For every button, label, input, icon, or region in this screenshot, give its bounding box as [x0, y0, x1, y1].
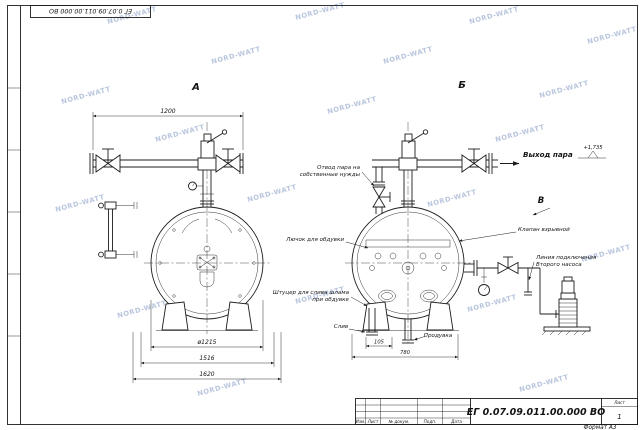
title-block: Изм. Лист № докум. Подп. Дата ЕГ 0.07.09… [355, 398, 638, 425]
own-needs-label-2: собственные нужды [300, 172, 361, 178]
dim-1620: 1620 [199, 371, 214, 378]
pump [541, 276, 591, 336]
titleblock-doc-number: ЕГ 0.07.09.011.00.000 ВО [467, 407, 605, 418]
dim-1516: 1516 [199, 355, 214, 362]
format-note: Формат А3 [583, 425, 616, 430]
steam-outlet-label: Выход пара [523, 150, 573, 159]
view-a-label: А [191, 82, 200, 93]
watermark-text: NORD-WATT [426, 188, 477, 209]
dim-105: 105 [374, 340, 385, 346]
watermark-text: NORD-WATT [586, 25, 637, 46]
watermark-text: NORD-WATT [538, 79, 589, 100]
titleblock-col-date: Дата [450, 419, 462, 424]
second-pump-label-2: Второго насоса [536, 262, 582, 268]
sludge-fitting-label-1: Штуцер для слива шлама [273, 290, 350, 296]
watermark-text: NORD-WATT [466, 293, 517, 314]
drain-label: Слив [334, 324, 348, 330]
watermark-text: NORD-WATT [60, 85, 111, 106]
section-view: Б [345, 80, 591, 344]
dimensions-view-a: 1200 ø1215 1516 1620 [92, 108, 282, 383]
drawing-frame: ЕГ 0.07.09.011.00.000 ВО [7, 5, 638, 425]
titleblock-col-doc: № докум. [388, 419, 410, 424]
view-v-label: В [538, 196, 544, 206]
watermark-text: NORD-WATT [154, 123, 205, 144]
watermark-text: NORD-WATT [518, 373, 569, 394]
watermark-text: NORD-WATT [326, 95, 377, 116]
view-b-label: Б [458, 80, 466, 91]
annotations-view-b: Выход пара +1,735 В Отвод пара на собств… [273, 145, 606, 360]
sludge-fitting-label-2: при обдувке [312, 297, 349, 303]
watermark-layer: NORD-WATT NORD-WATT NORD-WATT NORD-WATT … [54, 1, 637, 398]
view-v-arrow [532, 207, 551, 216]
dim-780: 780 [400, 350, 411, 356]
dim-1215: ø1215 [197, 339, 217, 346]
watermark-text: NORD-WATT [494, 123, 545, 144]
watermark-text: NORD-WATT [196, 377, 247, 398]
watermark-text: NORD-WATT [54, 193, 105, 214]
watermark-text: NORD-WATT [294, 1, 345, 22]
blow-hatch-label: Лючок для обдувки [285, 237, 344, 243]
level-mark-icon [587, 150, 599, 159]
doc-number-inverted: ЕГ 0.07.09.011.00.000 ВО [49, 7, 132, 14]
watermark-text: NORD-WATT [116, 299, 167, 320]
watermark-text: NORD-WATT [468, 5, 519, 26]
titleblock-col-izm: Изм. [356, 419, 366, 424]
dim-1200: 1200 [160, 108, 175, 115]
titleblock-sheet-label: Лист [613, 400, 625, 405]
second-pump-label-1: Линия подключения [535, 255, 597, 261]
titleblock-sheet-value: 1 [617, 413, 621, 421]
titleblock-col-sign: Подп. [424, 419, 437, 424]
explosion-valve-label: Клапан взрывной [518, 227, 570, 233]
level-mark-label: +1,735 [583, 145, 603, 151]
blowdown-label: Продувка [424, 333, 453, 339]
watermark-text: NORD-WATT [382, 45, 433, 66]
own-needs-label-1: Отвод пара на [317, 165, 361, 171]
watermark-text: NORD-WATT [210, 45, 261, 66]
front-view: А [89, 82, 270, 334]
titleblock-col-list: Лист [367, 419, 379, 424]
watermark-text: NORD-WATT [246, 183, 297, 204]
